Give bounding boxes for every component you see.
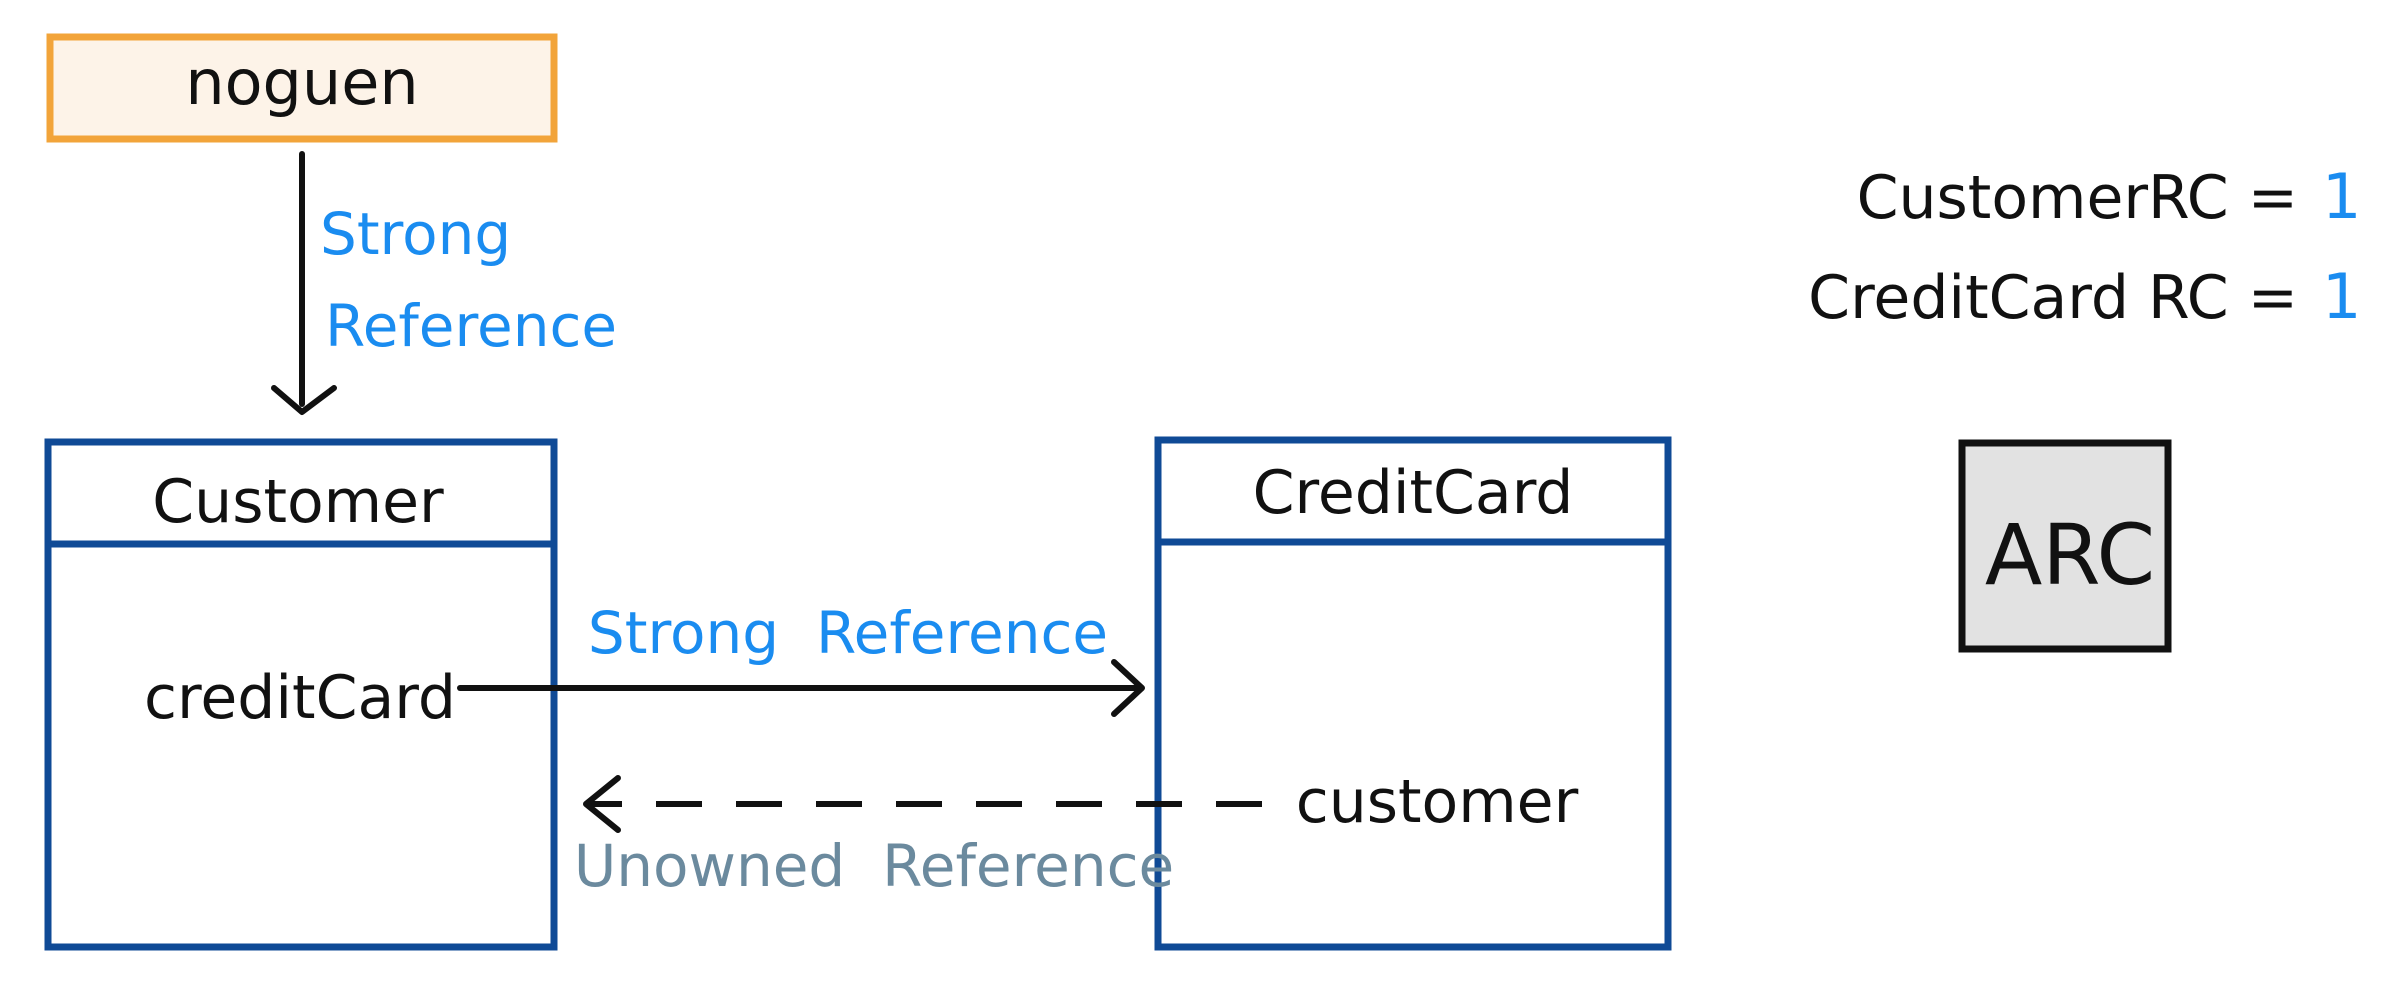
- owner-strong-reference-arrow: [271, 151, 337, 415]
- creditcard-class-rect: [1154, 436, 1672, 951]
- unowned-reference-arrow: [583, 775, 1262, 833]
- customer-class-title: Customer: [152, 467, 444, 537]
- creditcard-class-title: CreditCard: [1253, 458, 1574, 528]
- owner-box-rect: [46, 33, 558, 143]
- owner-arrow-head-icon: [271, 385, 337, 415]
- strong-reference-arrow: [457, 659, 1145, 717]
- customer-class-box: Customer creditCard: [44, 438, 558, 951]
- owner-reference-line1: Strong: [320, 200, 511, 268]
- customer-rc-label: CustomerRC =: [1857, 163, 2298, 233]
- customer-property-creditcard: creditCard: [144, 663, 456, 733]
- creditcard-rc-value: 1: [2322, 260, 2361, 333]
- creditcard-class-box: CreditCard customer: [1154, 436, 1672, 951]
- strong-arrow-head-icon: [1111, 659, 1145, 717]
- arc-box-label: ARC: [1985, 506, 2155, 604]
- arc-box-rect: [1958, 439, 2172, 653]
- reference-counts: CustomerRC = 1 CreditCard RC = 1: [1808, 160, 2361, 333]
- owner-box: noguen: [46, 33, 558, 143]
- creditcard-rc-label: CreditCard RC =: [1808, 263, 2298, 333]
- owner-reference-line2: Reference: [325, 292, 617, 360]
- creditcard-property-customer: customer: [1296, 767, 1579, 837]
- customer-rc-value: 1: [2322, 160, 2361, 233]
- arc-box: ARC: [1958, 439, 2172, 653]
- customer-class-rect: [44, 438, 558, 951]
- unowned-reference-label: Unowned Reference: [574, 832, 1174, 900]
- owner-box-label: noguen: [185, 46, 418, 119]
- strong-reference-label: Strong Reference: [588, 599, 1108, 667]
- unowned-arrow-head-icon: [583, 775, 621, 833]
